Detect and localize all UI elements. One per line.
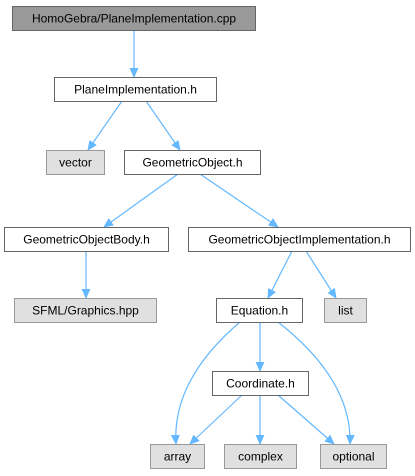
- node-label: optional: [332, 450, 374, 464]
- node-box: [188, 227, 411, 252]
- node-box: [320, 444, 387, 469]
- node-label: complex: [238, 450, 283, 464]
- node-sfml: SFML/Graphics.hpp: [14, 298, 157, 323]
- edge-plane_h-to-geomobj_h: [145, 100, 180, 150]
- node-box: [54, 77, 217, 102]
- node-box: [4, 227, 169, 252]
- node-label: GeometricObject.h: [142, 156, 242, 170]
- node-label: vector: [59, 156, 92, 170]
- node-box: [224, 444, 297, 469]
- edge-geomobjimpl_h-to-list: [305, 250, 336, 298]
- edge-equation_h-to-array: [176, 321, 241, 444]
- node-list: list: [324, 298, 367, 323]
- node-complex: complex: [224, 444, 297, 469]
- node-label: Coordinate.h: [226, 377, 295, 391]
- edge-geomobj_h-to-geomobjimpl_h: [199, 173, 278, 227]
- node-geomobj-h[interactable]: GeometricObject.h: [124, 150, 261, 175]
- edges-layer: [86, 30, 350, 444]
- nodes-layer: HomoGebra/PlaneImplementation.cppPlaneIm…: [4, 6, 411, 469]
- node-label: array: [164, 450, 191, 464]
- node-box: [124, 150, 261, 175]
- node-root[interactable]: HomoGebra/PlaneImplementation.cpp: [12, 6, 256, 31]
- node-box: [324, 298, 367, 323]
- node-label: HomoGebra/PlaneImplementation.cpp: [32, 12, 236, 26]
- edge-geomobjimpl_h-to-equation_h: [267, 250, 293, 298]
- edge-coordinate_h-to-array: [190, 394, 243, 444]
- node-box: [46, 150, 105, 175]
- edge-equation_h-to-optional: [277, 321, 350, 444]
- edge-coordinate_h-to-optional: [277, 394, 334, 444]
- node-box: [12, 6, 256, 31]
- node-geomobjimpl-h[interactable]: GeometricObjectImplementation.h: [188, 227, 411, 252]
- node-label: SFML/Graphics.hpp: [32, 304, 139, 318]
- node-geomobjbody-h[interactable]: GeometricObjectBody.h: [4, 227, 169, 252]
- node-label: PlaneImplementation.h: [74, 83, 197, 97]
- node-box: [216, 298, 303, 323]
- node-coordinate-h[interactable]: Coordinate.h: [212, 371, 309, 396]
- node-box: [212, 371, 309, 396]
- node-label: GeometricObjectImplementation.h: [208, 233, 390, 247]
- node-box: [150, 444, 205, 469]
- node-vector: vector: [46, 150, 105, 175]
- node-label: Equation.h: [231, 304, 288, 318]
- node-plane-h[interactable]: PlaneImplementation.h: [54, 77, 217, 102]
- node-array: array: [150, 444, 205, 469]
- node-label: list: [338, 304, 353, 318]
- edge-plane_h-to-vector: [88, 100, 123, 150]
- node-box: [14, 298, 157, 323]
- node-optional: optional: [320, 444, 387, 469]
- node-equation-h[interactable]: Equation.h: [216, 298, 303, 323]
- edge-geomobj_h-to-geomobjbody_h: [104, 173, 179, 227]
- node-label: GeometricObjectBody.h: [23, 233, 150, 247]
